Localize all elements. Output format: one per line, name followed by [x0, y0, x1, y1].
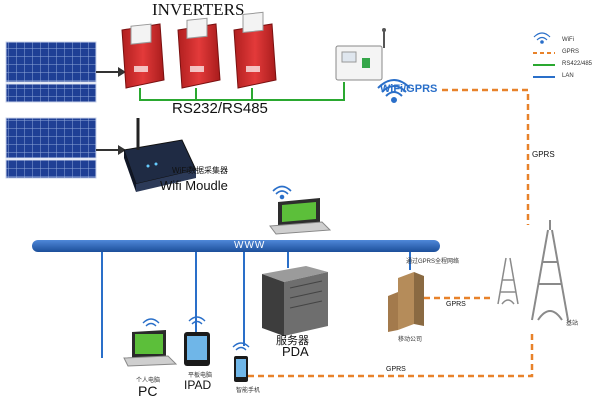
office-cn-label: 移动公司: [398, 337, 423, 343]
server-cn-label: 服务器: [276, 335, 309, 347]
rs485-bus: [139, 82, 345, 101]
laptop-wifi-icon: [272, 185, 292, 200]
office-network-label: 通过GPRS全程网络: [406, 259, 460, 265]
pc-label: PC: [138, 383, 158, 399]
rs-bus-label: RS232/RS485: [172, 100, 268, 117]
legend-wifi-icon: [533, 32, 551, 44]
phone-cn-label: 智能手机: [236, 388, 261, 394]
ipad-label: IPAD: [184, 378, 212, 392]
pda-label: PDA: [282, 344, 309, 359]
office-building: [388, 272, 424, 332]
ipad-cn-label: 平板电脑: [188, 373, 213, 379]
inverter-2: [177, 17, 221, 89]
gprs-uplink-label: GPRS: [532, 150, 555, 159]
data-logger-device: [335, 28, 386, 81]
solar-panel-array-top: [5, 41, 97, 103]
inverters-title: INVERTERS: [152, 0, 245, 19]
gprs-link-bottom: [248, 330, 534, 378]
legend-rs485-label: RS422/485: [562, 61, 593, 67]
wifi-gprs-label: WiFi/GPRS: [380, 83, 438, 95]
gprs-bottom-label: GPRS: [386, 366, 406, 373]
inverter-1: [121, 23, 165, 89]
server: [262, 266, 328, 336]
pc-wifi-icon: [142, 318, 160, 327]
panel-arrow-top: [96, 67, 126, 77]
ipad-wifi-icon: [188, 316, 206, 325]
wifi-gprs-icon: [377, 79, 411, 103]
tower-large: [531, 220, 569, 321]
tower-small: [497, 257, 519, 305]
ipad-device: [184, 332, 210, 366]
tower-cn-label: 基站: [566, 321, 579, 327]
gprs-link-uplink: [442, 88, 530, 225]
wifi-module-cn-label: WiFi数据采集器: [172, 166, 228, 175]
wifi-module-label: Wifi Moudle: [160, 178, 228, 193]
inverter-3: [233, 11, 277, 89]
panel-arrow-bottom: [96, 145, 126, 155]
laptop-wifi: [269, 198, 332, 235]
phone-device: [234, 356, 248, 382]
solar-panel-array-bottom: [5, 117, 97, 179]
legend-wifi-label: WiFi: [562, 37, 574, 43]
lan-drops: [101, 252, 411, 358]
wifi-module-device: [123, 118, 197, 192]
www-label: WWW: [234, 240, 266, 251]
pc-cn-label: 个人电脑: [136, 378, 161, 384]
legend-lan-label: LAN: [562, 73, 574, 79]
legend-gprs-label: GPRS: [562, 49, 580, 55]
www-bus: [32, 240, 440, 252]
phone-wifi-icon: [232, 342, 250, 351]
gprs-office-label: GPRS: [446, 301, 466, 308]
pc-laptop: [123, 330, 178, 367]
